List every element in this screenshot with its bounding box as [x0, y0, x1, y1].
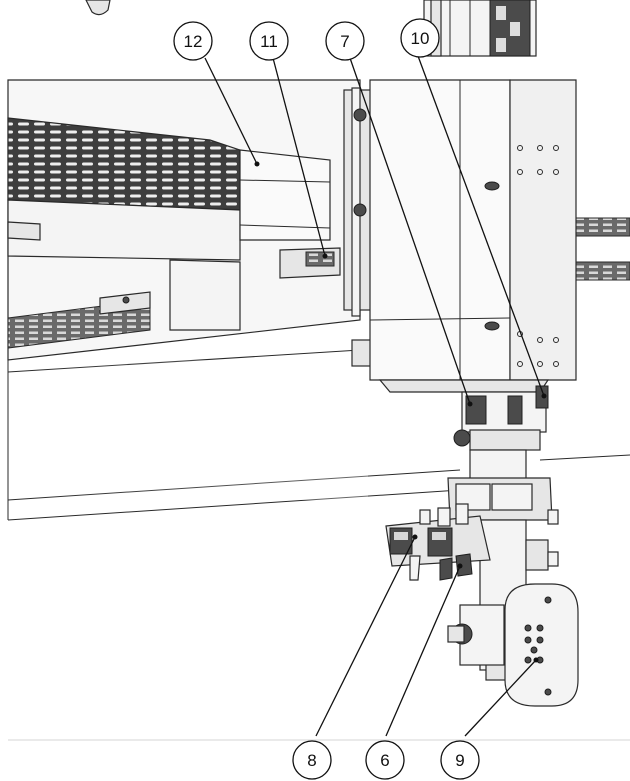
- right-rails: [575, 217, 630, 281]
- callout-7: 7: [325, 21, 365, 61]
- perforated-guard: [7, 117, 331, 331]
- leader-12: [204, 57, 258, 165]
- valve-block: [385, 503, 491, 581]
- rail-carriage-part: [279, 247, 341, 279]
- callout-10: 10: [400, 18, 440, 58]
- vertical-column: [369, 79, 577, 393]
- callout-9: 9: [440, 740, 480, 780]
- callout-6-label: 6: [380, 751, 389, 770]
- callout-9-label: 9: [455, 751, 464, 770]
- leader-lines: [204, 55, 547, 737]
- leader-6: [385, 565, 461, 737]
- callout-8: 8: [292, 740, 332, 780]
- top-column-fragment: [423, 0, 537, 57]
- callout-6: 6: [365, 740, 405, 780]
- guide-carriage: [453, 385, 549, 451]
- callout-12-label: 12: [184, 32, 203, 51]
- callout-8-label: 8: [307, 751, 316, 770]
- leader-9: [464, 659, 537, 737]
- top-left-fragment: [85, 0, 111, 16]
- lower-rail: [7, 221, 151, 349]
- callout-11: 11: [249, 21, 289, 61]
- callout-12: 12: [173, 21, 213, 61]
- leader-8: [315, 536, 416, 737]
- leader-7: [349, 57, 471, 405]
- leader-10: [417, 55, 545, 397]
- callout-11-label: 11: [260, 32, 278, 51]
- leader-11: [272, 57, 326, 257]
- motor-plate: [447, 583, 579, 707]
- bracket-plate: [343, 87, 383, 367]
- callout-10-label: 10: [411, 29, 430, 48]
- callout-7-label: 7: [340, 32, 349, 51]
